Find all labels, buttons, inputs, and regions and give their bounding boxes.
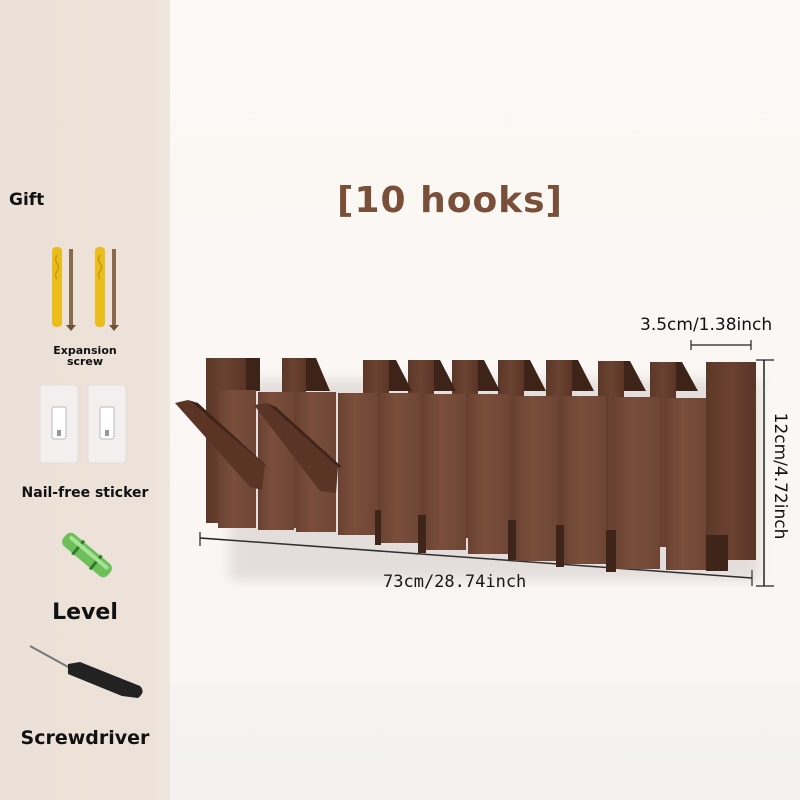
height-marker bbox=[756, 359, 774, 587]
nail-free-sticker-label: Nail-free sticker bbox=[21, 485, 149, 501]
length-dimension: 73cm/28.74inch bbox=[383, 572, 527, 592]
expansion-screw-label: Expansion screw bbox=[53, 344, 117, 368]
screwdriver-icon bbox=[29, 645, 143, 698]
screwdriver-label: Screwdriver bbox=[20, 727, 150, 749]
nail-free-sticker-icon bbox=[40, 385, 127, 464]
length-marker bbox=[199, 532, 753, 586]
height-dimension: 12cm/4.72inch bbox=[770, 412, 790, 540]
hook-width-marker bbox=[690, 340, 752, 350]
gift-panel: Gift Expansion screw Nail-free sticker bbox=[0, 0, 170, 800]
gift-heading: Gift bbox=[9, 190, 45, 210]
spirit-level-icon bbox=[62, 532, 112, 578]
level-label: Level bbox=[52, 600, 118, 625]
expansion-screw-icon bbox=[52, 247, 119, 331]
hook-width-dimension: 3.5cm/1.38inch bbox=[640, 315, 773, 335]
open-hook-icon bbox=[175, 400, 342, 493]
product-title: [10 hooks] bbox=[337, 180, 563, 221]
hook-tabs bbox=[246, 358, 698, 391]
